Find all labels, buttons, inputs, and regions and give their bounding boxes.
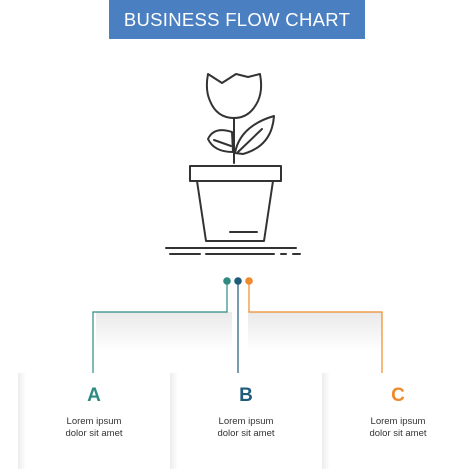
dot-c — [245, 277, 253, 285]
step-description: Lorem ipsum dolor sit amet — [65, 416, 122, 440]
step-description: Lorem ipsum dolor sit amet — [369, 416, 426, 440]
potted-flower-icon — [165, 73, 301, 255]
step-card-c: C Lorem ipsum dolor sit amet — [330, 373, 466, 469]
dot-a — [223, 277, 231, 285]
step-card-a: A Lorem ipsum dolor sit amet — [26, 373, 162, 469]
connector-dots — [223, 277, 253, 285]
step-line-1: Lorem ipsum — [370, 416, 426, 427]
card-shadows — [18, 312, 382, 469]
dot-b — [234, 277, 242, 285]
step-line-2: dolor sit amet — [65, 428, 123, 439]
step-line-1: Lorem ipsum — [66, 416, 122, 427]
step-letter: B — [239, 385, 253, 406]
connector-a — [92, 284, 228, 378]
connector-lines — [92, 284, 383, 378]
page-title: BUSINESS FLOW CHART — [123, 8, 351, 30]
step-letter: A — [87, 385, 101, 406]
step-card-b: B Lorem ipsum dolor sit amet — [178, 373, 314, 469]
step-line-1: Lorem ipsum — [218, 416, 274, 427]
step-description: Lorem ipsum dolor sit amet — [217, 416, 274, 440]
step-letter: C — [391, 385, 405, 406]
step-line-2: dolor sit amet — [369, 428, 427, 439]
page-title-banner: BUSINESS FLOW CHART — [109, 0, 365, 39]
connector-c — [248, 284, 383, 378]
step-line-2: dolor sit amet — [217, 428, 275, 439]
